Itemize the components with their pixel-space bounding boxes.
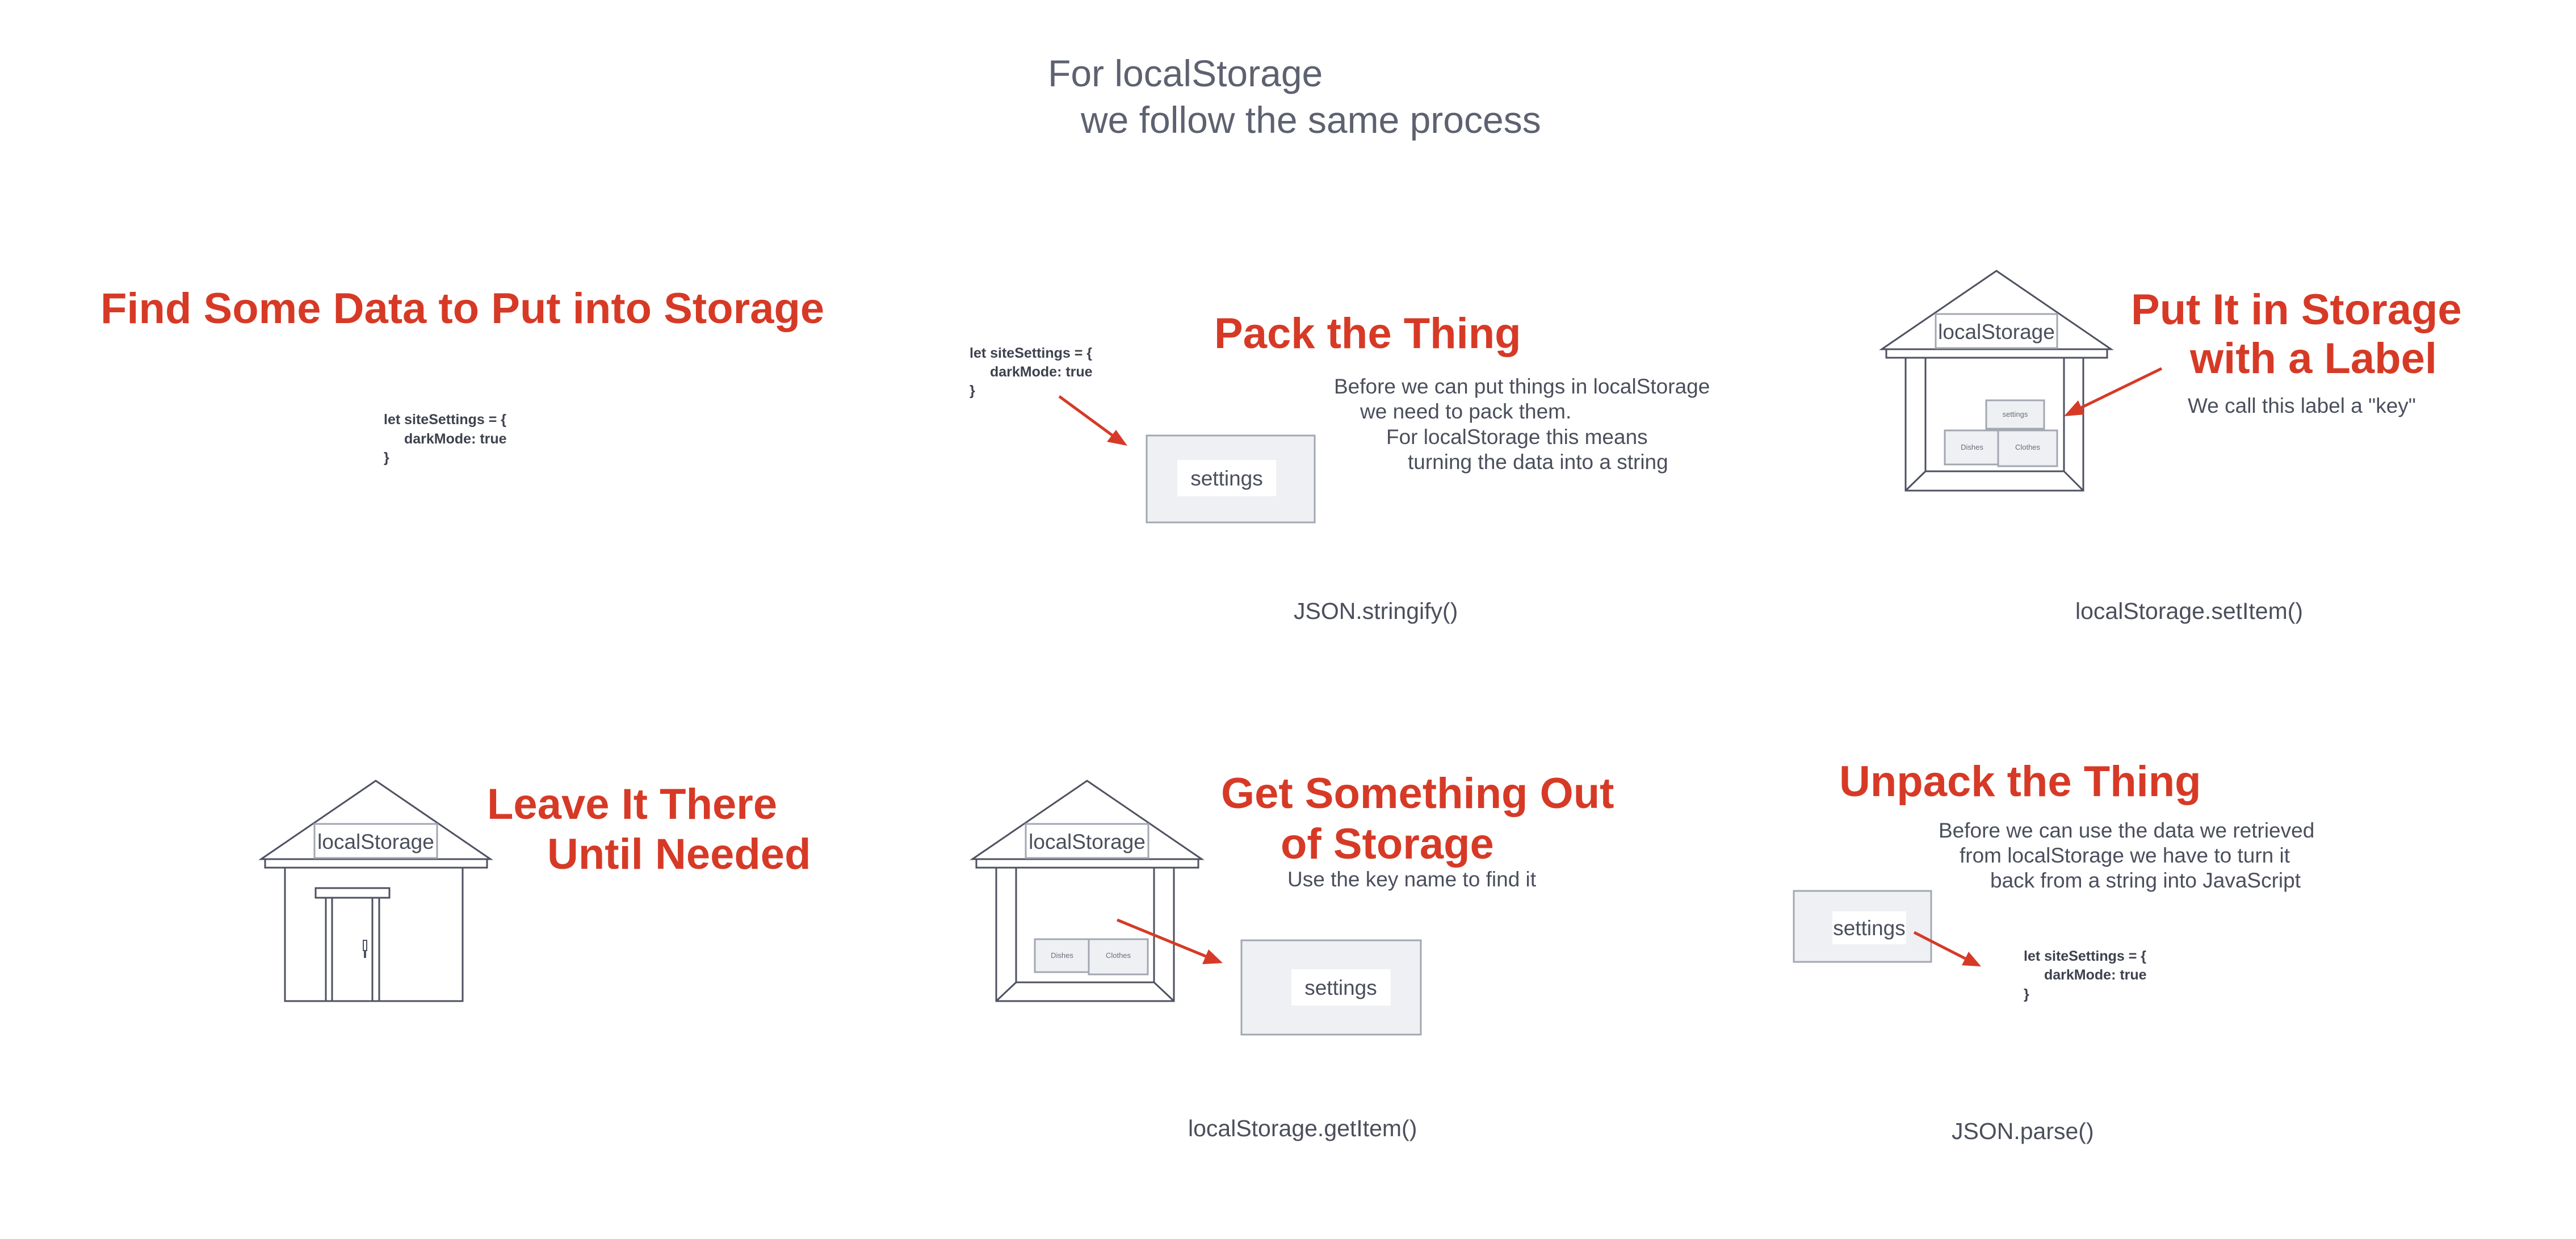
step-leave-heading-line-2: Until Needed	[547, 830, 811, 878]
step-unpack: Unpack the Thing Before we can use the d…	[1793, 757, 2314, 1144]
desc-line: turning the data into a string	[1408, 450, 1668, 474]
step-put: localStorage settings Dishes Clothes Put…	[1879, 270, 2462, 624]
step-unpack-heading: Unpack the Thing	[1839, 757, 2201, 806]
storage-house-put: localStorage settings Dishes Clothes	[1879, 270, 2114, 492]
stored-box-clothes: Clothes	[1106, 951, 1131, 960]
step-put-heading-line-1: Put It in Storage	[2131, 286, 2462, 334]
step-get: localStorage Dishes Clothes settings Get…	[970, 769, 1614, 1141]
desc-line: we need to pack them.	[1360, 400, 1571, 423]
stored-box-settings: settings	[2003, 410, 2028, 418]
pack-arrow	[1058, 395, 1127, 446]
page-title-line-2: we follow the same process	[1080, 99, 1541, 141]
retrieved-box-label: settings	[1304, 976, 1377, 999]
house-label-get: localStorage	[1029, 830, 1146, 853]
get-arrow	[1117, 918, 1223, 964]
step-find-data: Find Some Data to Put into Storage let s…	[100, 284, 824, 466]
retrieved-box: settings	[1240, 939, 1422, 1036]
stored-box-dishes: Dishes	[1051, 951, 1073, 960]
door-icon	[314, 887, 391, 1002]
code-snippet-pack: let siteSettings = { darkMode: true }	[970, 345, 1093, 399]
method-json-parse: JSON.parse()	[1952, 1118, 2094, 1144]
step-pack-description: Before we can put things in localStorage…	[1334, 375, 1710, 474]
stored-box-dishes: Dishes	[1961, 443, 1983, 451]
page-title-line-1: For localStorage	[1048, 52, 1323, 94]
step-get-heading-line-1: Get Something Out	[1221, 769, 1614, 818]
step-put-description: We call this label a "key"	[2188, 394, 2416, 417]
code-line-3: }	[970, 383, 975, 399]
unpack-arrow	[1913, 931, 1981, 966]
method-json-stringify: JSON.stringify()	[1294, 598, 1458, 624]
packed-box: settings	[1146, 434, 1316, 524]
desc-line: back from a string into JavaScript	[1990, 869, 2301, 892]
step-leave-heading-line-1: Leave It There	[487, 780, 777, 828]
step-put-heading-line-2: with a Label	[2189, 334, 2437, 383]
step-pack-heading: Pack the Thing	[1214, 309, 1521, 358]
house-label-put: localStorage	[1938, 320, 2055, 344]
step-get-heading-line-2: of Storage	[1281, 820, 1494, 868]
code-line-2: darkMode: true	[990, 364, 1093, 380]
desc-line: from localStorage we have to turn it	[1960, 844, 2290, 867]
unpack-box-label: settings	[1833, 916, 1906, 940]
house-label-leave: localStorage	[317, 830, 434, 853]
desc-line: For localStorage this means	[1386, 425, 1648, 449]
desc-line: Before we can use the data we retrieved	[1939, 819, 2314, 842]
method-localstorage-getitem: localStorage.getItem()	[1188, 1115, 1417, 1141]
stored-box-clothes: Clothes	[2015, 443, 2041, 451]
code-line-2: darkMode: true	[404, 431, 507, 447]
step-pack: let siteSettings = { darkMode: true } Pa…	[970, 309, 1710, 624]
storage-house-leave: localStorage	[258, 780, 493, 1002]
code-snippet-unpack: let siteSettings = { darkMode: true }	[2024, 948, 2147, 1002]
code-line-1: let siteSettings = {	[2024, 948, 2146, 964]
desc-line: Before we can put things in localStorage	[1334, 375, 1710, 398]
method-localstorage-setitem: localStorage.setItem()	[2075, 598, 2303, 624]
code-line-3: }	[2024, 986, 2029, 1002]
put-arrow	[2064, 367, 2163, 416]
code-snippet-find: let siteSettings = { darkMode: true }	[384, 412, 507, 466]
step-find-heading: Find Some Data to Put into Storage	[100, 284, 824, 333]
code-line-1: let siteSettings = {	[384, 412, 506, 428]
step-unpack-description: Before we can use the data we retrieved …	[1939, 819, 2314, 892]
step-get-description: Use the key name to find it	[1287, 868, 1537, 891]
unpack-box: settings	[1793, 890, 1932, 963]
packed-box-label: settings	[1190, 467, 1263, 490]
code-line-3: }	[384, 450, 389, 466]
storage-house-get: localStorage Dishes Clothes	[970, 780, 1205, 1002]
code-line-1: let siteSettings = {	[970, 345, 1092, 361]
step-leave: localStorage Leave It There Until Needed	[258, 780, 811, 1002]
code-line-2: darkMode: true	[2044, 967, 2147, 983]
